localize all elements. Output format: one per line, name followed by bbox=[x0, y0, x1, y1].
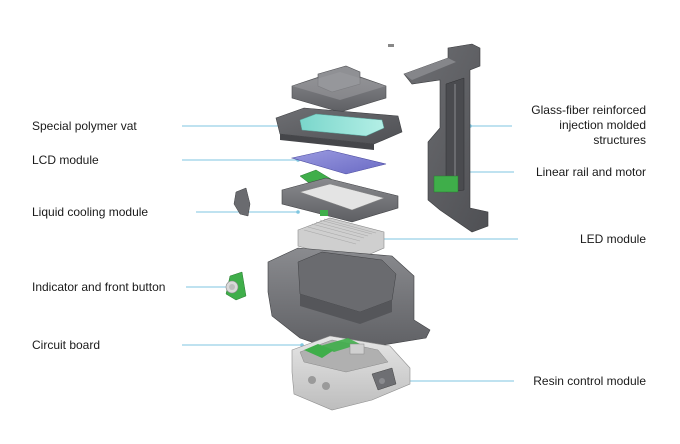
label-indicator-button: Indicator and front button bbox=[32, 280, 166, 294]
main-body-part bbox=[267, 247, 431, 353]
label-led-module-line1: LED module bbox=[579, 232, 646, 246]
label-linear-rail: Linear rail and motor bbox=[536, 165, 646, 180]
label-linear-rail-line1: Linear rail and motor bbox=[535, 165, 646, 179]
cooling-module-part bbox=[233, 177, 399, 223]
label-circuit-board: Circuit board bbox=[32, 338, 101, 352]
label-led-module: LED module bbox=[580, 232, 646, 247]
label-polymer-vat: Special polymer vat bbox=[32, 119, 137, 133]
resin-vat-part bbox=[275, 107, 403, 150]
label-glass-fiber-line1: Glass-fiber reinforced bbox=[531, 103, 646, 117]
base-part bbox=[291, 335, 411, 411]
label-lcd-module: LCD module bbox=[32, 153, 99, 167]
label-glass-fiber-line2: injection molded bbox=[559, 118, 646, 132]
z-tower-part bbox=[403, 43, 489, 233]
leader-cooling-dot bbox=[296, 210, 300, 214]
lid-part bbox=[291, 44, 394, 113]
label-liquid-cooling: Liquid cooling module bbox=[32, 205, 149, 219]
label-glass-fiber: Glass-fiber reinforced injection molded … bbox=[531, 103, 646, 148]
label-resin-control-line1: Resin control module bbox=[533, 374, 646, 388]
label-resin-control: Resin control module bbox=[533, 374, 646, 389]
label-glass-fiber-line3: structures bbox=[593, 133, 646, 147]
indicator-button-part bbox=[225, 271, 247, 301]
